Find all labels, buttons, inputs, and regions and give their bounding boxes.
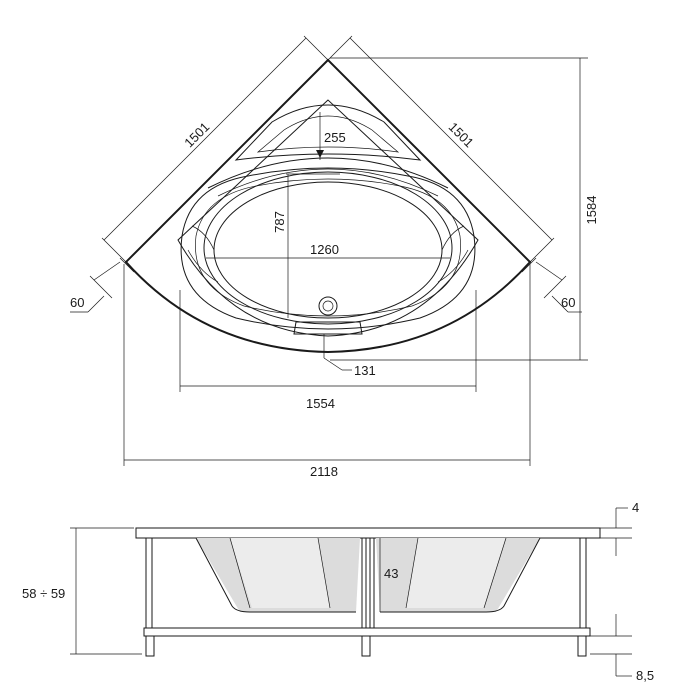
rear-seat-outline — [234, 104, 422, 161]
dim-line-side-left — [103, 37, 307, 241]
tub-rim-line — [177, 99, 479, 337]
back-ring-inner — [217, 168, 439, 197]
dim-rim-thickness-label: 4 — [632, 500, 639, 515]
foot-center — [361, 635, 371, 657]
frame-leg-center-left — [361, 537, 367, 631]
tub-outer-outline — [124, 58, 532, 354]
drain-outer — [318, 296, 338, 316]
inner-basin — [213, 181, 443, 319]
rim-slab — [135, 527, 601, 539]
seat-contour — [180, 167, 476, 330]
back-ring — [207, 157, 449, 189]
top-view: 1501 1501 1584 255 787 1260 60 — [70, 35, 599, 479]
frame-leg-center-right — [369, 537, 375, 631]
right-seat — [437, 225, 469, 283]
front-step — [293, 321, 363, 335]
dim-inner-height-label: 43 — [384, 566, 398, 581]
dim-rim-front-label: 131 — [354, 363, 376, 378]
frame-base-rail — [143, 627, 591, 637]
foot-right — [577, 635, 587, 657]
dim-inner-depth-label: 787 — [272, 211, 287, 233]
dim-corner-right-label: 60 — [561, 295, 575, 310]
inner-basin-outer — [203, 171, 453, 325]
frame-leg-right — [579, 537, 587, 631]
left-seat — [187, 225, 219, 283]
side-view: 58 ÷ 59 4 43 8,5 — [22, 500, 654, 683]
dim-feet-label: 8,5 — [636, 668, 654, 683]
dim-depth-total-label: 1584 — [584, 196, 599, 225]
foot-left — [145, 635, 155, 657]
rear-seat-inner — [256, 115, 400, 153]
drain-inner — [322, 300, 334, 312]
dim-side-right-label: 1501 — [446, 119, 477, 150]
dim-corner-left-label: 60 — [70, 295, 84, 310]
dim-side-left-label: 1501 — [181, 119, 212, 150]
dim-height-total-label: 58 ÷ 59 — [22, 586, 65, 601]
seat-contour-inner — [195, 178, 461, 317]
dim-inner-width-label: 1260 — [310, 242, 339, 257]
dim-width-total-label: 2118 — [310, 464, 338, 479]
dim-rim-back-label: 255 — [324, 130, 346, 145]
dim-line-side-right — [349, 37, 553, 241]
dim-width-inner-label: 1554 — [306, 396, 335, 411]
frame-leg-left — [145, 537, 153, 631]
